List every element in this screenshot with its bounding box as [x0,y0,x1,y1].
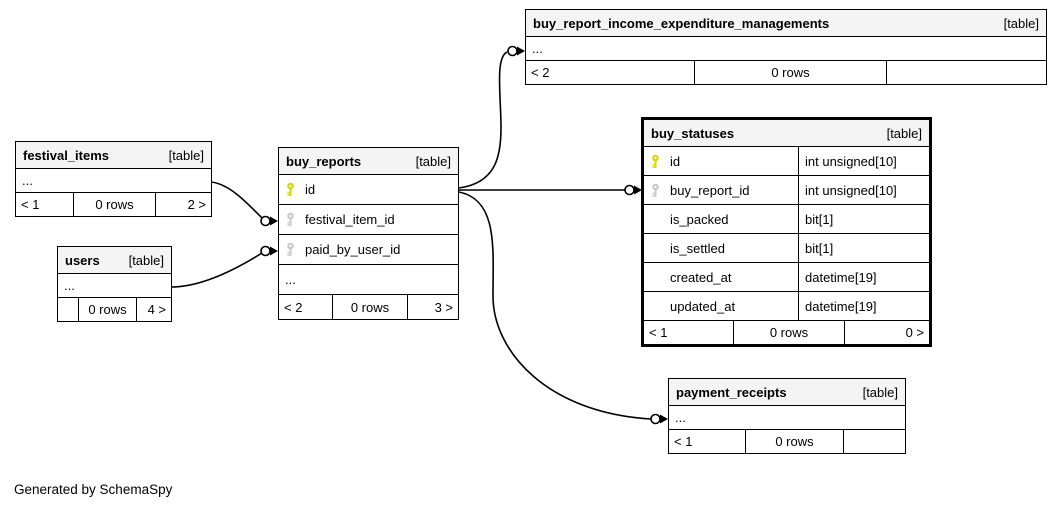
table-users[interactable]: users [table] ... 0 rows 4 > [57,246,172,322]
ellipsis-row: ... [669,406,905,430]
column-name: created_at [670,269,732,285]
footer-children-count: 3 > [434,299,453,315]
footer-children-count: 4 > [147,302,166,317]
table-title[interactable]: festival_items [23,147,109,163]
ellipsis-text: ... [285,272,296,287]
column-row-festival-item-id: festival_item_id [279,205,458,235]
column-name: buy_report_id [670,182,750,198]
ellipsis-text: ... [22,173,33,188]
column-row-buy-report-id: buy_report_id int unsigned[10] [644,176,929,205]
table-title[interactable]: buy_reports [286,153,362,169]
table-header[interactable]: buy_report_income_expenditure_management… [526,10,1046,37]
table-header[interactable]: buy_statuses [table] [644,120,929,147]
foreign-key-icon [279,212,305,227]
table-type-tag: [table] [415,153,451,169]
table-header[interactable]: users [table] [58,247,171,274]
table-header[interactable]: buy_reports [table] [279,148,458,175]
table-header[interactable]: payment_receipts [table] [669,379,905,406]
table-footer: < 2 0 rows [526,61,1046,84]
column-type: int unsigned[10] [798,176,929,204]
table-title[interactable]: users [65,252,100,268]
table-buy-report-income-expenditure-managements[interactable]: buy_report_income_expenditure_management… [525,9,1047,85]
column-type: int unsigned[10] [798,147,929,175]
table-type-tag: [table] [128,252,164,268]
column-row-id: id [279,175,458,205]
table-title[interactable]: buy_report_income_expenditure_management… [533,15,830,31]
ellipsis-row: ... [526,37,1046,61]
foreign-key-icon [279,242,305,257]
table-festival-items[interactable]: festival_items [table] ... < 1 0 rows 2 … [15,141,212,217]
footer-children-count [887,61,1046,84]
footer-row-count: 0 rows [734,321,845,344]
column-name: is_packed [670,211,729,227]
column-name: festival_item_id [305,212,395,227]
footer-row-count: 0 rows [333,295,408,319]
footer-parents-count: < 2 [526,61,695,84]
table-title[interactable]: buy_statuses [651,125,735,141]
table-type-tag: [table] [886,125,922,141]
foreign-key-icon [644,183,670,198]
column-row-is-settled: is_settled bit[1] [644,234,929,263]
column-row-is-packed: is_packed bit[1] [644,205,929,234]
column-type: datetime[19] [798,292,929,320]
footer-row-count: 0 rows [74,193,156,216]
relationship-line [210,181,263,219]
table-type-tag: [table] [862,384,898,400]
footer-parents-count: < 1 [669,430,746,453]
ellipsis-text: ... [532,41,543,56]
column-row-id: id int unsigned[10] [644,147,929,176]
table-title[interactable]: payment_receipts [676,384,787,400]
ellipsis-text: ... [64,278,75,293]
ellipsis-row: ... [58,274,171,298]
generated-by-note: Generated by SchemaSpy [14,482,173,497]
table-footer: < 1 0 rows 2 > [16,193,211,216]
column-row-updated-at: updated_at datetime[19] [644,292,929,321]
table-payment-receipts[interactable]: payment_receipts [table] ... < 1 0 rows [668,378,906,454]
table-header[interactable]: festival_items [table] [16,142,211,169]
table-type-tag: [table] [1003,15,1039,31]
ellipsis-text: ... [675,410,686,425]
relationship-line [170,252,263,288]
table-footer: < 1 0 rows 0 > [644,321,929,344]
column-name: updated_at [670,298,736,314]
table-type-tag: [table] [168,147,204,163]
ellipsis-row: ... [279,265,458,295]
footer-children-count: 2 > [187,197,206,212]
table-footer: 0 rows 4 > [58,298,171,321]
column-name: id [670,153,681,169]
ellipsis-row: ... [16,169,211,193]
footer-children-count [844,430,905,453]
primary-key-icon [279,182,305,197]
table-buy-statuses[interactable]: buy_statuses [table] id int unsigned[10] [641,117,932,347]
relationship-line [458,191,652,420]
footer-parents-count: < 1 [16,193,74,216]
footer-children-count: 0 > [905,325,924,340]
table-footer: < 2 0 rows 3 > [279,295,458,319]
footer-row-count: 0 rows [79,298,137,321]
table-footer: < 1 0 rows [669,430,905,453]
footer-parents-count: < 1 [644,321,734,344]
column-type: datetime[19] [798,263,929,291]
column-name: paid_by_user_id [305,242,401,257]
footer-row-count: 0 rows [695,61,887,84]
column-type: bit[1] [798,234,929,262]
primary-key-icon [644,154,670,169]
relationship-line [458,51,508,189]
column-row-created-at: created_at datetime[19] [644,263,929,292]
footer-row-count: 0 rows [746,430,844,453]
column-row-paid-by-user-id: paid_by_user_id [279,235,458,265]
column-name: id [305,182,316,197]
footer-parents-count [58,298,79,321]
column-type: bit[1] [798,205,929,233]
footer-parents-count: < 2 [279,295,333,319]
column-name: is_settled [670,240,725,256]
table-buy-reports[interactable]: buy_reports [table] id [278,147,459,320]
